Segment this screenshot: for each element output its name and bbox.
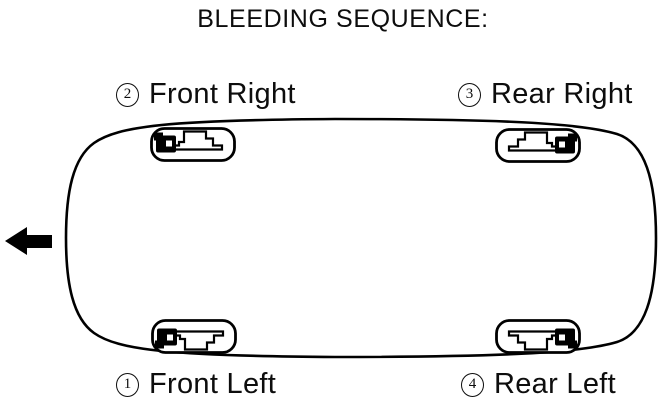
sequence-number-badge: 3 [458,82,481,107]
sequence-number-badge: 4 [461,372,484,397]
wheel-brake-icon-rear-right [495,128,581,163]
front-direction-arrow-icon [5,227,52,255]
wheel-brake-icon-front-right [150,127,236,162]
sequence-number-badge: 2 [116,82,139,107]
wheel-position-label: Front Right [149,78,296,110]
sequence-number-badge: 1 [116,372,139,397]
car-body-outline [64,117,658,359]
label-front-left: 1 Front Left [116,370,276,399]
wheel-position-label: Rear Right [491,78,633,110]
label-rear-right: 3 Rear Right [458,80,633,109]
wheel-brake-icon-front-left [151,319,237,354]
wheel-brake-icon-rear-left [495,319,581,354]
wheel-position-label: Rear Left [494,368,616,400]
page-title: BLEEDING SEQUENCE: [197,5,489,33]
label-front-right: 2 Front Right [116,80,296,109]
label-rear-left: 4 Rear Left [461,370,616,399]
wheel-position-label: Front Left [149,368,277,400]
